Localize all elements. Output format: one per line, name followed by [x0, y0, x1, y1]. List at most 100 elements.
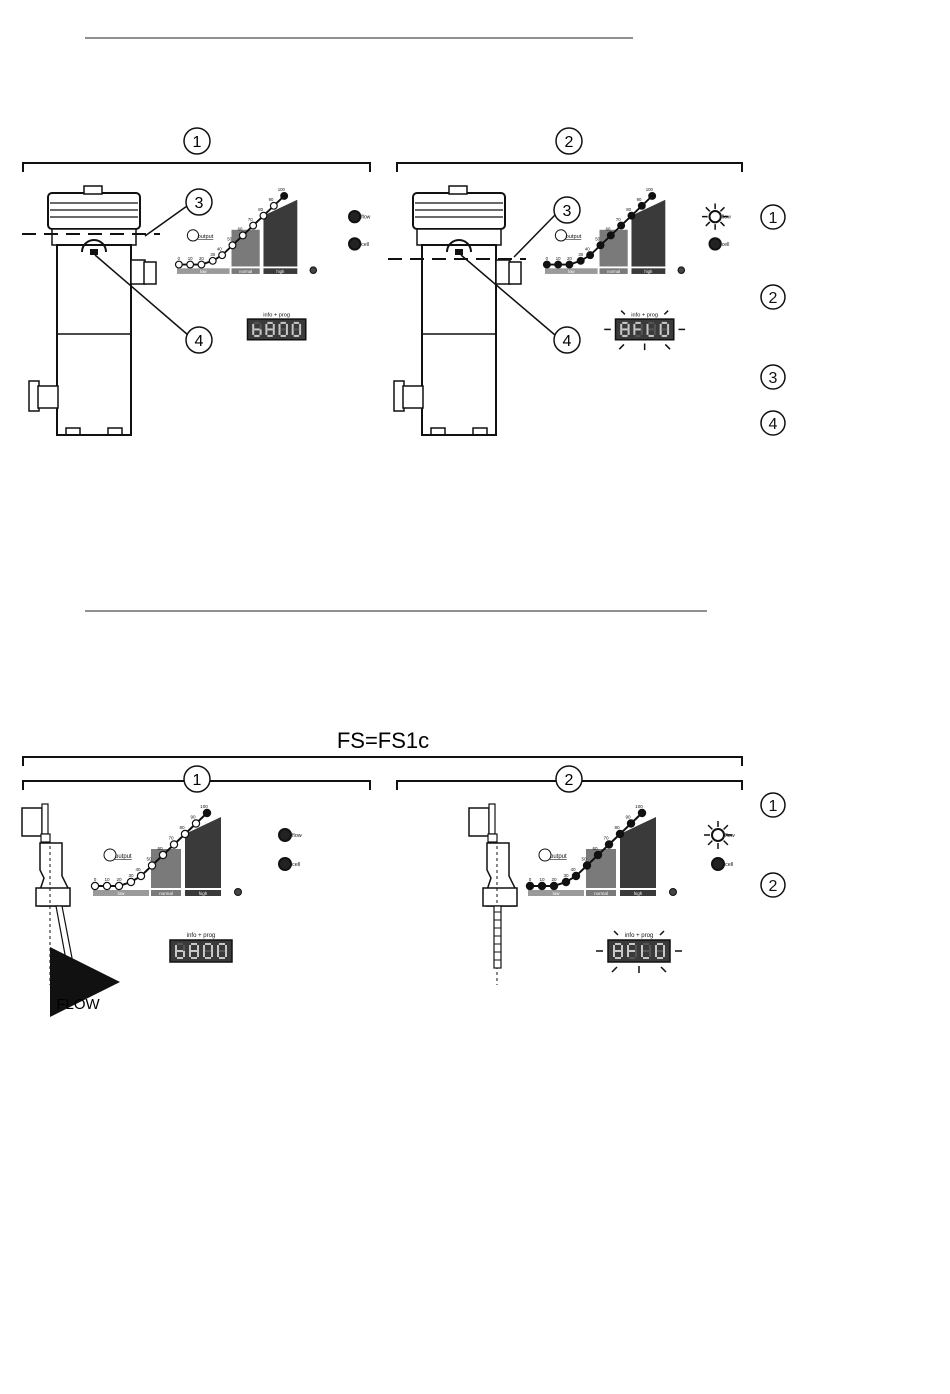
top-callout-3-circle-1: [185, 188, 213, 216]
display-segment: [175, 951, 177, 957]
bottom-panel-1-number-circle: [183, 765, 211, 793]
output-level-dot-60: [158, 850, 168, 860]
display-segment: [254, 321, 260, 324]
legend-number-1: 1: [769, 210, 778, 227]
output-level-dot-40: [218, 251, 227, 260]
display-segment: [189, 945, 191, 951]
display-segment: [177, 950, 183, 952]
output-level-dot-10: [537, 881, 547, 891]
display-segment: [219, 950, 225, 952]
output-tick-label-100: 100: [278, 187, 286, 192]
output-level-dot-50: [582, 861, 592, 870]
display-segment: [643, 957, 649, 959]
display-segment: [219, 943, 225, 945]
bottom-main-bracket: [22, 756, 743, 766]
flow-led-ray: [723, 840, 729, 846]
flow-indicator-led: [278, 828, 292, 842]
display-segment: [649, 951, 651, 957]
top-cell-housing-2: [393, 185, 522, 436]
display-segment: [254, 334, 260, 337]
output-level-dot-30: [561, 877, 571, 887]
display-segment: [189, 951, 191, 957]
output-level-dot-40: [586, 251, 595, 260]
flow-led-ray: [719, 221, 725, 227]
display-segment: [293, 334, 300, 337]
display-digit: [175, 943, 185, 959]
display-digit: [655, 943, 665, 959]
display-segment: [635, 321, 641, 324]
display-segment: [197, 945, 199, 951]
display-segment: [659, 323, 662, 330]
legend-number-1: 1: [769, 798, 778, 815]
display-segment: [657, 957, 663, 959]
output-tick-label-40: 40: [135, 867, 141, 872]
top-panel-1-number: 1: [193, 134, 202, 151]
bottom-flow-switch-2: [468, 803, 518, 985]
display-segment: [205, 957, 211, 959]
display-segment: [649, 945, 651, 951]
display-segment: [285, 323, 288, 330]
display-segment: [643, 950, 649, 952]
band-high-fill: [631, 199, 666, 267]
display-digit: [620, 321, 630, 337]
flow-led-ray: [705, 206, 711, 212]
output-level-dot-50: [596, 241, 605, 250]
output-tick-label-50: 50: [581, 857, 587, 862]
output-tick-label-0: 0: [529, 877, 532, 882]
display-digit: [659, 321, 670, 337]
band-low-strip: [545, 268, 598, 274]
top-panel-1-number-circle: [183, 127, 211, 155]
display-segment: [211, 945, 213, 951]
prog-button: [669, 888, 677, 896]
band-normal-label: normal: [239, 269, 252, 274]
display-segment: [285, 329, 288, 335]
output-level-dot-80: [615, 829, 625, 839]
output-level-dot-90: [191, 819, 201, 828]
flow-led-ray: [705, 221, 711, 227]
top-callout-3-circle-2: [553, 196, 581, 224]
output-level-dot-20: [565, 260, 574, 269]
band-high-fill: [620, 817, 656, 888]
output-tick-label-0: 0: [94, 877, 97, 882]
display-segment: [299, 323, 302, 330]
display-segment: [620, 329, 623, 335]
top-panel-2-number-circle: [555, 127, 583, 155]
info-prog-label: info + prog: [625, 933, 654, 939]
output-tick-label-0: 0: [546, 256, 549, 261]
display-segment: [291, 329, 294, 335]
display-segment: [657, 950, 663, 952]
flow-indicator-led: [348, 209, 362, 224]
display-segment: [177, 957, 183, 959]
display-segment: [225, 951, 227, 957]
output-level-dot-0: [525, 881, 535, 891]
display-segment: [627, 951, 629, 957]
display-segment: [267, 334, 273, 337]
output-level-dot-50: [147, 861, 157, 870]
band-normal-strip: [586, 890, 616, 896]
output-level-dot-0: [174, 260, 183, 269]
display-segment: [252, 323, 255, 330]
output-tick-label-60: 60: [157, 846, 163, 851]
display-segment: [254, 328, 260, 331]
display-digit: [291, 321, 302, 337]
output-level-dot-80: [627, 211, 636, 220]
output-level-dot-0: [542, 260, 551, 269]
top-callout-4-number-1: 4: [195, 333, 204, 350]
flow-indicator-label: flow: [292, 833, 302, 839]
flow-led-ray: [723, 824, 729, 830]
display-segment: [615, 950, 621, 952]
legend-number-2: 2: [769, 878, 778, 895]
output-level-dot-80: [259, 211, 268, 220]
display-segment: [615, 957, 621, 959]
output-tick-label-50: 50: [595, 237, 600, 242]
output-tick-label-30: 30: [578, 252, 583, 257]
cell-indicator-label: cell: [725, 862, 733, 868]
display-digit: [646, 321, 656, 337]
output-tick-label-20: 20: [567, 256, 572, 261]
top-callout-3-number-2: 3: [563, 203, 572, 220]
info-prog-label: info + prog: [187, 933, 216, 939]
bottom-panel-2-number: 2: [565, 772, 574, 789]
display-segment: [667, 323, 670, 330]
output-tick-label-50: 50: [227, 237, 232, 242]
